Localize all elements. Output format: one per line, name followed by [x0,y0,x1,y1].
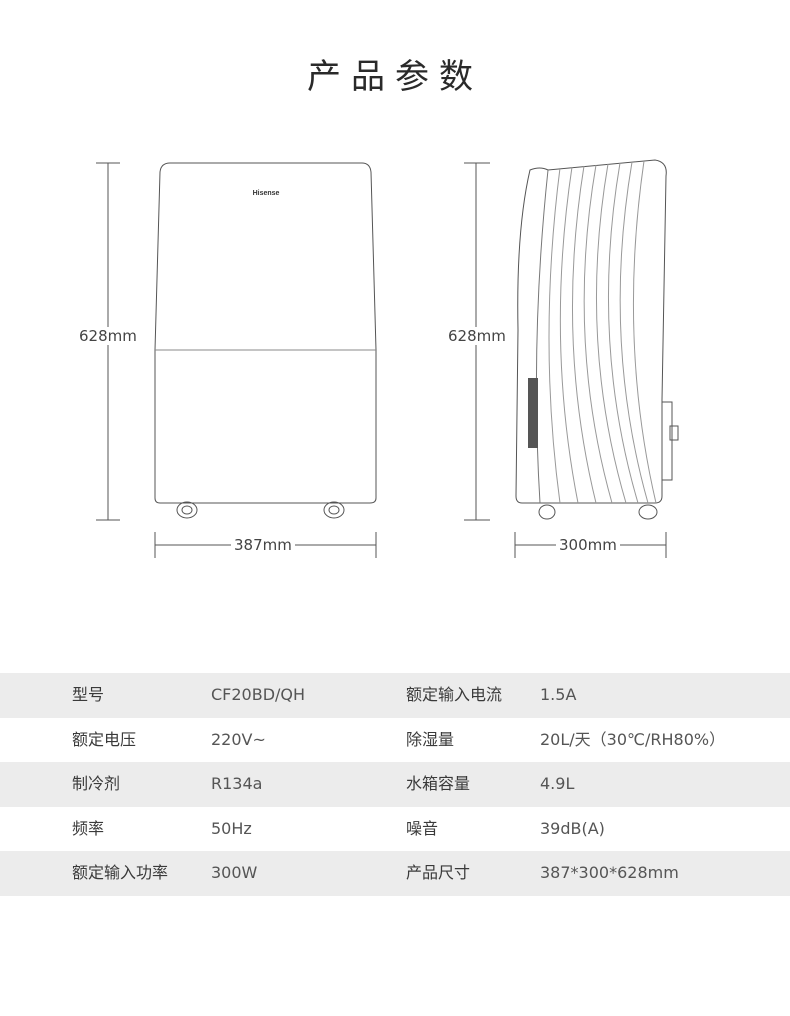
spec-value: 220V~ [211,729,266,749]
front-width-label: 387mm [231,536,295,554]
front-view-drawing [96,162,377,558]
spec-table: 型号 CF20BD/QH 额定输入电流 1.5A 额定电压 220V~ 除湿量 … [0,673,790,896]
spec-value: 1.5A [540,685,577,704]
spec-label: 型号 [72,685,105,704]
spec-value: CF20BD/QH [211,685,306,704]
brand-logo: Hisense [253,190,280,197]
side-view-drawing [464,159,679,558]
side-depth-label: 300mm [556,536,620,554]
spec-label: 噪音 [406,818,439,838]
front-height-label: 628mm [76,327,140,345]
spec-value: R134a [211,774,263,794]
spec-row: 制冷剂 R134a 水箱容量 4.9L [0,762,790,807]
spec-label: 频率 [72,818,105,838]
spec-value: 4.9L [540,774,575,794]
page-title: 产品参数 [307,56,483,97]
spec-label: 额定电压 [72,729,137,749]
spec-label: 产品尺寸 [406,863,471,883]
spec-row: 额定输入功率 300W 产品尺寸 387*300*628mm [0,851,790,896]
spec-label: 制冷剂 [72,774,121,794]
spec-value: 39dB(A) [540,818,605,838]
spec-label: 除湿量 [406,729,455,749]
spec-row: 额定电压 220V~ 除湿量 20L/天（30℃/RH80%） [0,718,790,763]
spec-label: 额定输入功率 [72,863,169,883]
spec-row: 型号 CF20BD/QH 额定输入电流 1.5A [0,673,790,718]
spec-row: 频率 50Hz 噪音 39dB(A) [0,807,790,852]
spec-label: 额定输入电流 [406,685,503,704]
spec-value: 50Hz [211,818,252,838]
product-drawings: Hisense [96,159,679,558]
side-height-label: 628mm [445,327,509,345]
spec-value: 387*300*628mm [540,863,679,883]
spec-label: 水箱容量 [406,774,471,794]
spec-value: 300W [211,863,258,883]
spec-value: 20L/天（30℃/RH80%） [540,729,726,749]
